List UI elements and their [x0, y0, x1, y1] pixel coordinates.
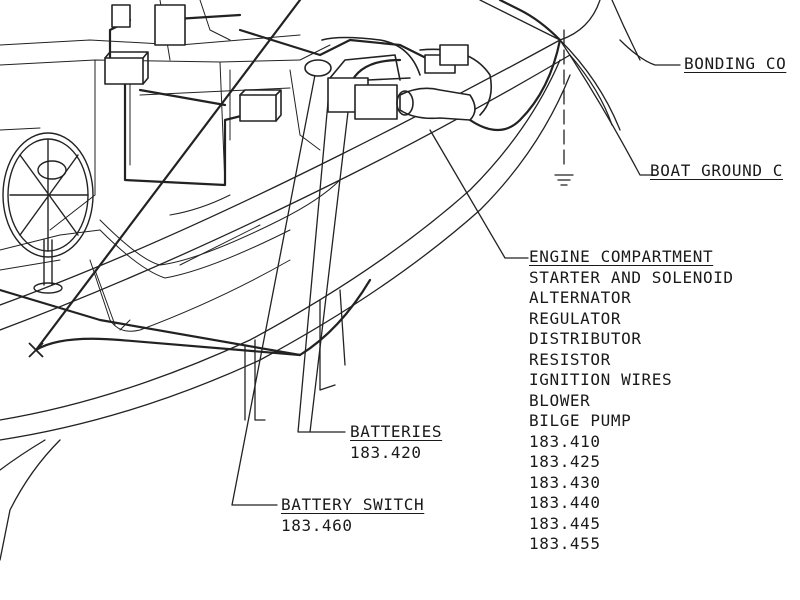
list-item: STARTER AND SOLENOID — [529, 267, 734, 287]
battery-switch-ref: 183.460 — [281, 515, 353, 535]
engine-compartment-group: ENGINE COMPARTMENT STARTER AND SOLENOID … — [529, 247, 734, 555]
list-item: RESISTOR — [529, 349, 611, 369]
list-item: 183.430 — [529, 472, 601, 492]
engine-compartment-list: STARTER AND SOLENOID ALTERNATOR REGULATO… — [529, 268, 734, 555]
list-item: 183.445 — [529, 513, 601, 533]
wire-end-marker — [28, 342, 44, 358]
list-item: IGNITION WIRES — [529, 370, 673, 389]
batteries-group: BATTERIES 183.420 — [350, 422, 442, 463]
boat-ground-label: BOAT GROUND C — [650, 161, 784, 180]
hull-outline — [0, 0, 641, 561]
list-item: REGULATOR — [529, 308, 622, 328]
batteries-ref: 183.420 — [350, 442, 422, 462]
list-item: 183.410 — [529, 431, 601, 451]
bonding-label: BONDING CO — [684, 54, 787, 73]
list-item: 183.440 — [529, 493, 601, 512]
steering-wheel — [2, 132, 94, 294]
engine-compartment-title: ENGINE COMPARTMENT — [529, 247, 714, 266]
ground-symbol — [554, 29, 574, 186]
wiring — [0, 0, 562, 357]
list-item: BILGE PUMP — [529, 411, 632, 430]
list-item: 183.425 — [529, 452, 601, 471]
batteries-title: BATTERIES — [350, 422, 443, 441]
list-item: BLOWER — [529, 390, 591, 410]
battery-switch-group: BATTERY SWITCH 183.460 — [281, 495, 424, 536]
list-item: 183.455 — [529, 534, 601, 553]
components — [104, 4, 493, 122]
list-item: ALTERNATOR — [529, 288, 632, 307]
leader-lines — [231, 39, 681, 506]
deck-structure — [0, 0, 341, 332]
list-item: DISTRIBUTOR — [529, 329, 642, 348]
battery-switch-title: BATTERY SWITCH — [281, 495, 425, 514]
